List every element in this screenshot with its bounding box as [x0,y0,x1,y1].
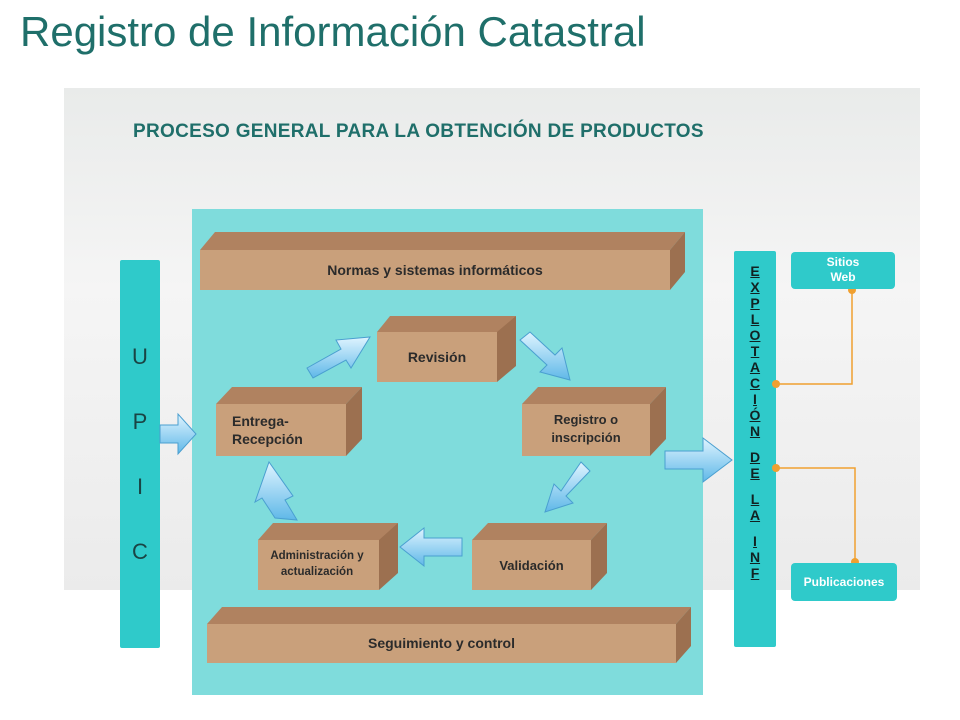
box-registro [522,387,666,456]
explotacion-letter: I [753,533,757,549]
upic-letter: I [136,473,144,499]
arrow-registro-validacion [544,461,591,513]
box-administracion [258,523,398,590]
arrow-registro-explotacion [664,436,733,484]
page-title: Registro de Información Catastral [20,8,646,55]
explotacion-letter: P [750,295,760,311]
explotacion-letter: L [750,491,760,507]
explotacion-letter: T [750,343,760,359]
explotacion-letter: A [749,359,761,375]
explotacion-letter: I [753,391,757,407]
upic-letter: U [132,343,148,369]
explotacion-letter: Ó [749,407,761,423]
box-label-administracion: Administración y actualización [270,550,364,578]
arrow-entrega-revision [306,336,371,379]
box-label-revision: Revisión [407,349,467,365]
explotacion-letter: D [749,449,761,465]
upic-letter: P [132,408,148,434]
box-normas [200,232,685,290]
explotacion-letter: N [749,423,761,439]
connector-dot [772,380,780,388]
arrow-administracion-entrega [254,460,298,521]
explotacion-letter: L [750,311,760,327]
box-label-normas: Normas y sistemas informáticos [327,262,543,278]
explotacion-letter: E [750,465,760,481]
explotacion-letter: A [749,507,761,523]
arrow-revision-registro [519,331,571,381]
explotacion-letter: O [749,327,761,343]
box-label-validacion: Validación [499,558,564,573]
upic-letter: C [132,538,148,564]
explotacion-letter: N [749,549,761,565]
box-label-registro: Registro o inscripción [551,412,621,445]
sitios-web-box: Sitios Web [791,252,895,289]
box-label-entrega: Entrega- Recepción [232,413,303,447]
box-validacion [472,523,607,590]
diagram-subtitle: PROCESO GENERAL PARA LA OBTENCIÓN DE PRO… [133,121,704,142]
explotacion-letter: C [749,375,761,391]
box-revision [377,316,516,382]
connector-lines [776,290,856,562]
explotacion-letter: F [750,565,760,581]
explotacion-letter: E [750,263,760,279]
upic-bar: U P I C [120,260,160,648]
arrow-upic-entrega [159,412,197,456]
box-seguimiento [207,607,691,663]
publicaciones-box: Publicaciones [791,563,897,601]
arrow-validacion-administracion [399,526,463,568]
connector-dot [772,464,780,472]
box-entrega [216,387,362,456]
box-label-seguimiento: Seguimiento y control [367,635,515,651]
explotacion-letter: X [750,279,760,295]
